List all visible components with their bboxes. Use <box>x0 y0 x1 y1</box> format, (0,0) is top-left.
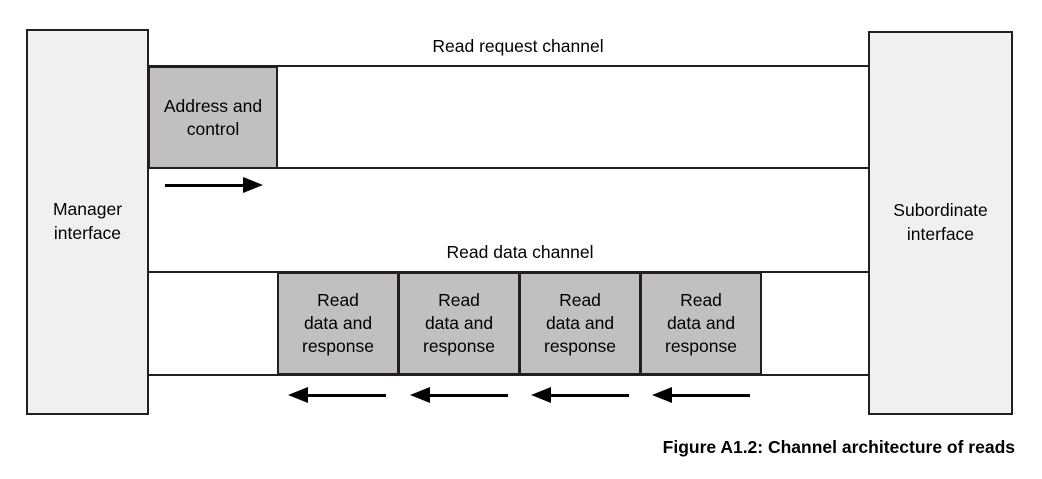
payload-read-data-and-response-2: Read data and response <box>398 272 520 375</box>
arrow-head-left-icon <box>652 387 672 403</box>
read-data-channel-title: Read data channel <box>446 242 594 262</box>
payload-read-data-and-response-4: Read data and response <box>640 272 762 375</box>
arrow-shaft <box>426 394 508 397</box>
arrow-head-left-icon <box>410 387 430 403</box>
read-request-channel-top-rail <box>148 65 870 67</box>
subordinate-interface-label: Subordinate interface <box>893 200 988 244</box>
read-data-channel-bottom-rail <box>148 374 870 376</box>
payload-read-data-and-response-3: Read data and response <box>519 272 641 375</box>
read-data-arrow-left-4 <box>652 387 750 404</box>
read-data-arrow-left-1 <box>288 387 386 404</box>
figure-caption: Figure A1.2: Channel architecture of rea… <box>662 437 1015 457</box>
subordinate-interface-box: Subordinate interface <box>868 31 1013 415</box>
payload-read-data-and-response-1-label: Read data and response <box>302 290 374 356</box>
read-request-channel-title: Read request channel <box>432 36 604 56</box>
payload-address-and-control: Address and control <box>148 66 278 169</box>
read-data-arrow-left-2 <box>410 387 508 404</box>
manager-interface-box: Manager interface <box>26 29 149 415</box>
read-request-arrow-right <box>165 177 263 194</box>
payload-read-data-and-response-4-label: Read data and response <box>665 290 737 356</box>
arrow-shaft <box>304 394 386 397</box>
arrow-head-right-icon <box>243 177 263 193</box>
payload-read-data-and-response-2-label: Read data and response <box>423 290 495 356</box>
arrow-shaft <box>165 184 247 187</box>
arrow-shaft <box>668 394 750 397</box>
payload-address-and-control-label: Address and control <box>163 95 263 139</box>
payload-read-data-and-response-3-label: Read data and response <box>544 290 616 356</box>
arrow-head-left-icon <box>288 387 308 403</box>
manager-interface-label: Manager interface <box>52 199 123 243</box>
arrow-shaft <box>547 394 629 397</box>
read-data-arrow-left-3 <box>531 387 629 404</box>
arrow-head-left-icon <box>531 387 551 403</box>
payload-read-data-and-response-1: Read data and response <box>277 272 399 375</box>
read-request-channel-bottom-rail <box>148 167 870 169</box>
